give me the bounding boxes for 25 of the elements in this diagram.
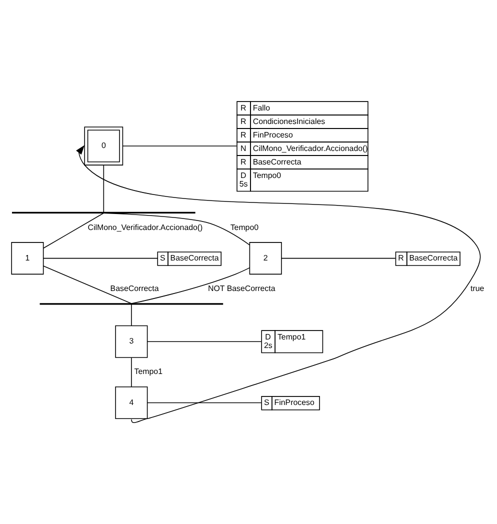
node-box: 2: [249, 242, 282, 275]
connector: [103, 212, 250, 246]
connector: [131, 267, 250, 304]
edge-label: Tempo0: [230, 222, 259, 232]
connector: [146, 341, 262, 342]
connector: [146, 402, 262, 404]
connector: [281, 258, 396, 259]
edge-label: Tempo1: [134, 367, 162, 376]
edge-label: NOT BaseCorrecta: [208, 284, 276, 293]
connector: [131, 304, 132, 326]
connector: [43, 266, 132, 304]
node-box: 3: [115, 325, 148, 358]
connector: [131, 357, 132, 388]
node-box: 0: [84, 126, 124, 166]
connector: [42, 258, 158, 259]
arrow: [76, 145, 481, 424]
node-bar: [40, 303, 224, 305]
connector: [103, 165, 104, 213]
node-bar: [12, 212, 196, 214]
connector: [43, 212, 104, 249]
node-box: 1: [11, 242, 44, 275]
node-box: 4: [115, 386, 148, 420]
edge-label: CilMono_Verificador.Accionado(): [88, 222, 203, 232]
edge-label: true: [470, 284, 484, 293]
edge-label: BaseCorrecta: [110, 284, 159, 293]
